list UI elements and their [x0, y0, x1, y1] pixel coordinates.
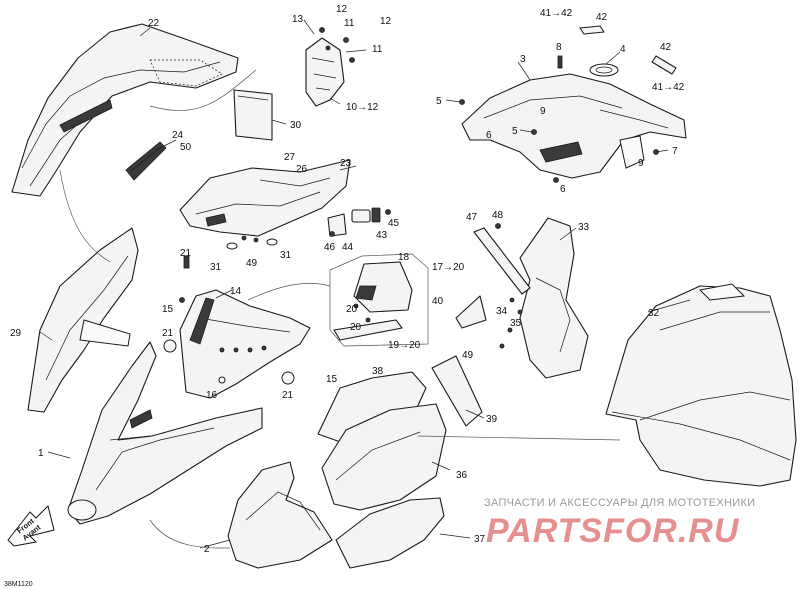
label-50: 50	[180, 142, 192, 153]
inset-17-20	[329, 253, 429, 347]
label-20b: 20	[350, 322, 362, 333]
label-21b: 21	[162, 328, 174, 339]
label-32: 32	[648, 308, 660, 319]
label-41a: 41→42	[540, 8, 573, 19]
label-9a: 9	[540, 106, 546, 117]
label-39: 39	[486, 414, 498, 425]
part-29-side-fairing	[27, 227, 139, 413]
front-direction-badge: Front Avant	[7, 505, 55, 547]
part-2-lower-panel	[227, 461, 333, 569]
part-32-right-fairing	[605, 283, 797, 487]
label-48: 48	[492, 210, 504, 221]
label-41b: 41→42	[652, 82, 685, 93]
part-39-trim	[431, 355, 483, 427]
label-16: 16	[206, 390, 218, 401]
part-40-wedge	[455, 295, 487, 329]
label-12a: 12	[336, 4, 348, 15]
label-42b: 42	[660, 42, 672, 53]
label-23: 23	[340, 158, 352, 169]
part-30-panel	[233, 89, 273, 141]
label-11b: 11	[372, 44, 383, 55]
label-34: 34	[496, 306, 508, 317]
label-47: 47	[466, 212, 478, 223]
label-5a: 5	[436, 96, 442, 107]
label-12b: 12	[380, 16, 392, 27]
label-15b: 15	[326, 374, 338, 385]
label-36: 36	[456, 470, 468, 481]
label-42a: 42	[596, 12, 608, 23]
drawing-id: 38M1120	[4, 581, 33, 588]
label-24: 24	[172, 130, 184, 141]
label-29: 29	[10, 328, 22, 339]
part-22-upper-fairing	[11, 23, 239, 197]
label-17: 17→20	[432, 262, 465, 273]
part-1-front-fairing	[67, 341, 263, 525]
leader-lines	[39, 19, 691, 549]
label-31a: 31	[210, 262, 222, 273]
label-13: 13	[292, 14, 304, 25]
part-37-panel	[335, 497, 445, 569]
watermark: ЗАПЧАСТИ И АКСЕССУАРЫ ДЛЯ МОТОТЕХНИКИ PA…	[484, 497, 755, 550]
part-36-panel	[321, 403, 447, 511]
label-43: 43	[376, 230, 388, 241]
label-6b: 6	[560, 184, 566, 195]
part-31-grommets	[226, 235, 278, 250]
label-21c: 21	[282, 390, 294, 401]
label-4: 4	[620, 44, 626, 55]
label-35: 35	[510, 318, 522, 329]
label-46: 46	[324, 242, 336, 253]
label-44: 44	[342, 242, 354, 253]
label-9b: 9	[638, 158, 644, 169]
label-1: 1	[38, 448, 44, 459]
part-24-grille	[125, 141, 167, 181]
label-21a: 21	[180, 248, 192, 259]
label-6a: 6	[486, 130, 492, 141]
part-3-tank-cover	[461, 63, 687, 179]
label-11a: 11	[344, 18, 355, 29]
label-38: 38	[372, 366, 384, 377]
label-15a: 15	[162, 304, 174, 315]
part-43-clip	[327, 207, 391, 237]
part-10-bracket	[305, 27, 355, 107]
label-49a: 49	[246, 258, 258, 269]
label-33: 33	[578, 222, 590, 233]
label-2: 2	[204, 544, 210, 555]
label-3: 3	[520, 54, 526, 65]
label-31b: 31	[280, 250, 292, 261]
label-14: 14	[230, 286, 242, 297]
label-22: 22	[148, 18, 160, 29]
part-14-inner-panel	[163, 255, 311, 399]
label-8: 8	[556, 42, 562, 53]
watermark-caption: ЗАПЧАСТИ И АКСЕССУАРЫ ДЛЯ МОТОТЕХНИКИ	[484, 497, 755, 509]
label-45: 45	[388, 218, 400, 229]
label-5b: 5	[512, 126, 518, 137]
label-27: 27	[284, 152, 296, 163]
part-labels: 22 30 24 50 13 12 11 12 11 10→12 23 27 2…	[10, 4, 685, 555]
label-18: 18	[398, 252, 410, 263]
label-37: 37	[474, 534, 486, 545]
label-49b: 49	[462, 350, 474, 361]
label-7: 7	[672, 146, 678, 157]
label-10: 10→12	[346, 102, 379, 113]
part-33-bracket	[473, 217, 589, 379]
label-40: 40	[432, 296, 444, 307]
label-26: 26	[296, 164, 308, 175]
watermark-logo: PARTSFOR.RU	[486, 512, 740, 550]
part-23-side-panel	[179, 159, 351, 237]
label-19: 19→20	[388, 340, 421, 351]
label-30: 30	[290, 120, 302, 131]
label-20a: 20	[346, 304, 358, 315]
